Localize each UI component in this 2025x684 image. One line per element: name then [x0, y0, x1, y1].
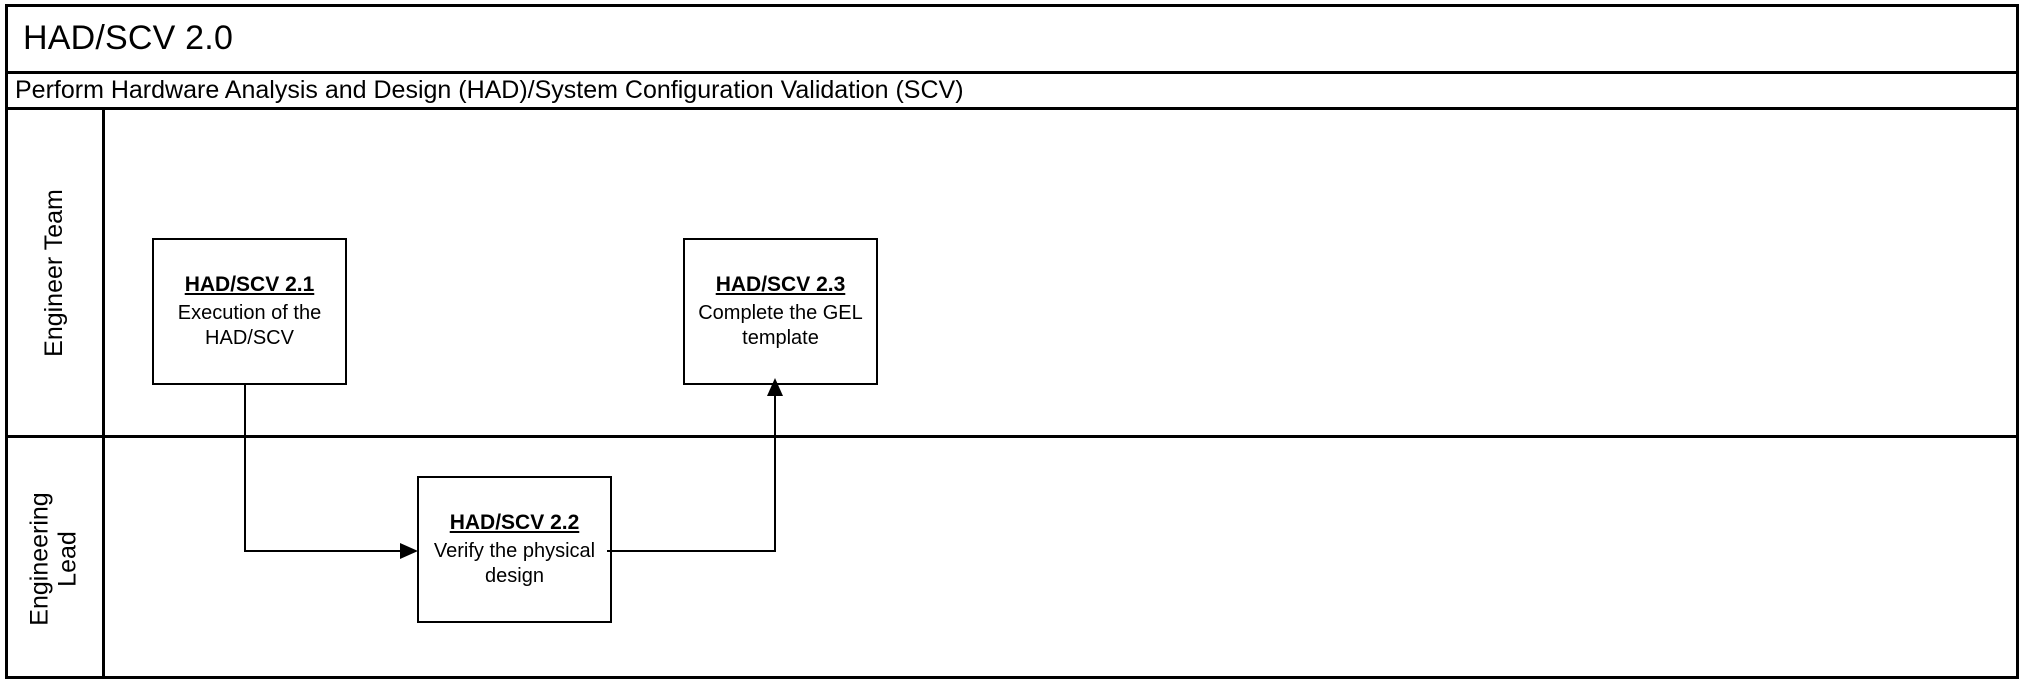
- swimlane-label-engineering-lead: Engineering Lead: [25, 491, 82, 626]
- diagram-title-band: HAD/SCV 2.0: [5, 4, 2019, 74]
- process-box-title-had-scv-2-1: HAD/SCV 2.1: [184, 273, 315, 297]
- swimlane-label-cell-engineer-team: Engineer Team: [5, 110, 105, 435]
- diagram-subtitle-band: Perform Hardware Analysis and Design (HA…: [5, 74, 2019, 110]
- process-box-title-had-scv-2-3: HAD/SCV 2.3: [715, 273, 846, 297]
- swimlane-body-engineer-team: HAD/SCV 2.1 Execution of the HAD/SCV HAD…: [105, 110, 2019, 435]
- swimlane-label-engineer-team: Engineer Team: [39, 188, 68, 357]
- swimlane-label-cell-engineering-lead: Engineering Lead: [5, 438, 105, 679]
- process-box-had-scv-2-1[interactable]: HAD/SCV 2.1 Execution of the HAD/SCV: [152, 238, 347, 385]
- swimlane-body-engineering-lead: HAD/SCV 2.2 Verify the physical design: [105, 438, 2019, 679]
- swimlane-engineer-team: Engineer Team HAD/SCV 2.1 Execution of t…: [5, 110, 2019, 438]
- process-box-desc-had-scv-2-1: Execution of the HAD/SCV: [177, 301, 322, 349]
- swimlane-engineering-lead: Engineering Lead HAD/SCV 2.2 Verify the …: [5, 438, 2019, 679]
- process-box-desc-had-scv-2-3: Complete the GEL template: [698, 301, 863, 349]
- process-box-had-scv-2-2[interactable]: HAD/SCV 2.2 Verify the physical design: [417, 476, 612, 623]
- process-box-had-scv-2-3[interactable]: HAD/SCV 2.3 Complete the GEL template: [683, 238, 878, 385]
- page-subtitle: Perform Hardware Analysis and Design (HA…: [15, 76, 964, 104]
- page-title: HAD/SCV 2.0: [23, 18, 234, 57]
- process-box-desc-had-scv-2-2: Verify the physical design: [433, 539, 596, 587]
- process-box-title-had-scv-2-2: HAD/SCV 2.2: [449, 511, 580, 535]
